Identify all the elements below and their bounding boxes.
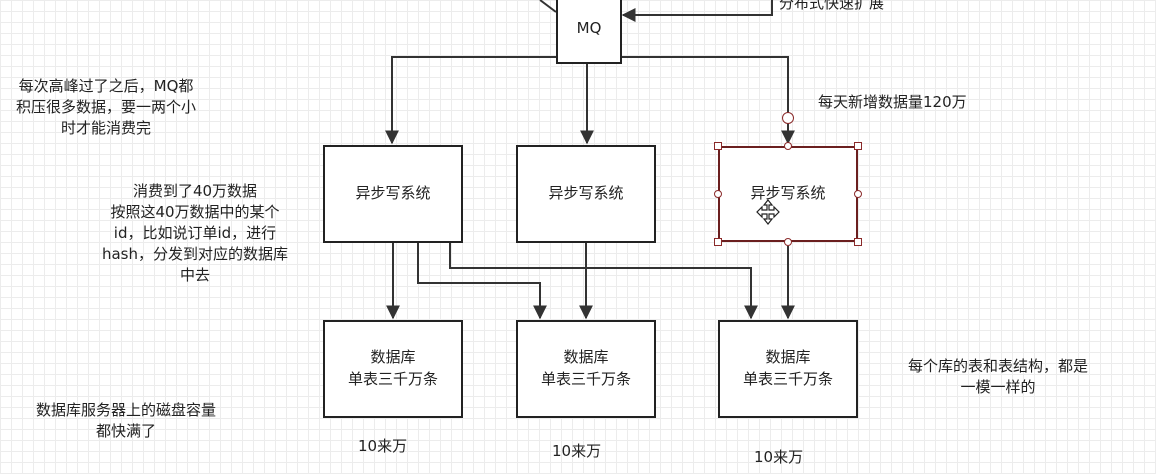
- arrow-mq-writer-1: [385, 56, 556, 145]
- connection-point-right[interactable]: [854, 190, 862, 198]
- async-writer-3[interactable]: 异步写系统: [718, 146, 858, 242]
- async-writer-label: 异步写系统: [548, 184, 624, 203]
- database-title: 数据库: [765, 348, 811, 367]
- async-writer-1[interactable]: 异步写系统: [323, 145, 463, 243]
- line-into-mq-left: [539, 0, 557, 13]
- database-3-count: 10来万: [754, 448, 804, 466]
- arrow-writer1-db2: [417, 241, 547, 320]
- database-title: 数据库: [370, 348, 416, 367]
- connection-point-bottom[interactable]: [784, 238, 792, 246]
- backlog-note: 每次高峰过了之后，MQ都 积压很多数据，要一两个小 时才能消费完: [15, 77, 196, 137]
- resize-handle-bottom-right[interactable]: [854, 238, 862, 246]
- resize-handle-top-right[interactable]: [854, 142, 862, 150]
- move-cursor-icon: [756, 199, 780, 225]
- database-table-size: 单表三千万条: [347, 370, 438, 388]
- same-schema-note: 每个库的表和表结构，都是 一模一样的: [907, 357, 1088, 396]
- resize-handle-bottom-left[interactable]: [714, 238, 722, 246]
- mq-box[interactable]: MQ: [556, 0, 622, 64]
- daily-new-note: 每天新增数据量120万: [818, 93, 967, 111]
- connection-point-left[interactable]: [714, 190, 722, 198]
- database-2[interactable]: 数据库 单表三千万条: [516, 320, 656, 418]
- async-writer-2[interactable]: 异步写系统: [516, 145, 656, 243]
- mq-label: MQ: [576, 19, 602, 38]
- arrow-scale-out-to-mq: [621, 0, 773, 22]
- disk-full-note: 数据库服务器上的磁盘容量 都快满了: [35, 401, 216, 440]
- scale-out-note: 分布式快速扩展: [779, 0, 885, 12]
- database-2-count: 10来万: [552, 442, 602, 460]
- rotate-handle[interactable]: [782, 112, 794, 124]
- async-writer-label: 异步写系统: [750, 184, 826, 203]
- async-writer-label: 异步写系统: [355, 184, 431, 203]
- database-table-size: 单表三千万条: [742, 370, 833, 388]
- resize-handle-top-left[interactable]: [714, 142, 722, 150]
- database-1-count: 10来万: [358, 437, 408, 455]
- arrow-mq-writer-3: [619, 56, 795, 145]
- database-title: 数据库: [563, 348, 609, 367]
- arrow-writer1-db3: [449, 241, 758, 320]
- database-table-size: 单表三千万条: [540, 370, 631, 388]
- consume-note: 消费到了40万数据 按照这40万数据中的某个 id，比如说订单id，进行 has…: [101, 182, 289, 284]
- database-1[interactable]: 数据库 单表三千万条: [323, 320, 463, 418]
- database-3[interactable]: 数据库 单表三千万条: [718, 320, 858, 418]
- connection-point-top[interactable]: [784, 142, 792, 150]
